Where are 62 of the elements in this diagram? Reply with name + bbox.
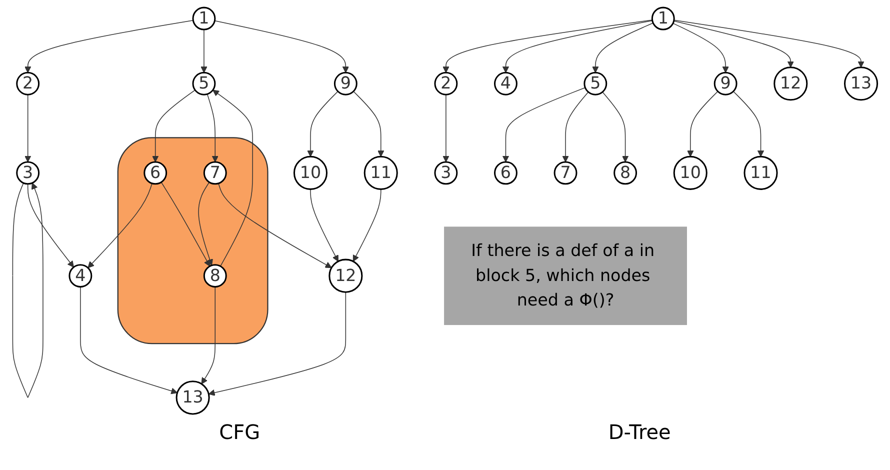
node-circle: 9 — [714, 72, 738, 96]
arrow — [352, 188, 382, 262]
node-circle: 5 — [584, 72, 608, 96]
node-circle: 2 — [16, 72, 40, 96]
arrow — [24, 94, 32, 162]
node-circle: 2 — [434, 72, 458, 96]
arrow — [672, 22, 729, 73]
arrow — [562, 92, 589, 162]
node-circle: 3 — [434, 161, 458, 185]
node-circle: 1 — [651, 6, 675, 30]
arrow — [602, 92, 629, 162]
node-circle: 8 — [614, 161, 638, 185]
node-circle: 11 — [744, 156, 778, 190]
arrow — [212, 90, 253, 267]
arrow — [24, 20, 194, 73]
arrow — [502, 20, 653, 73]
node-circle: 6 — [494, 161, 518, 185]
arrow — [502, 87, 586, 162]
arrow — [206, 94, 218, 162]
arrow — [152, 90, 196, 162]
arrow — [732, 91, 764, 157]
arrow — [592, 22, 654, 73]
node-circle: 12 — [774, 66, 808, 101]
node-circle: 6 — [144, 161, 168, 185]
arrow — [442, 20, 653, 73]
arrow — [27, 184, 74, 268]
arrow — [12, 182, 44, 398]
arrow — [674, 20, 864, 68]
node-circle: 8 — [203, 264, 227, 288]
node-circle: 4 — [68, 264, 92, 288]
arrow — [218, 183, 332, 268]
cluster — [117, 137, 268, 344]
arrow — [88, 183, 152, 268]
node-circle: 7 — [554, 161, 578, 185]
arrow — [208, 292, 346, 396]
node-circle: 3 — [16, 161, 40, 185]
node-circle: 13 — [176, 380, 210, 415]
node-circle: 10 — [673, 156, 708, 190]
arrow — [200, 29, 208, 73]
graph-caption: CFG — [219, 420, 260, 444]
arrow — [214, 20, 349, 73]
arrow — [160, 182, 210, 267]
graph-caption: D-Tree — [608, 420, 671, 444]
node-circle: 9 — [334, 72, 358, 96]
node-box: If there is a def of a in block 5, which nodes need a Φ()? — [444, 226, 687, 326]
arrow — [80, 286, 178, 394]
arrow — [201, 286, 216, 384]
arrow — [310, 188, 338, 262]
arrow — [673, 20, 794, 68]
node-circle: 4 — [494, 72, 518, 96]
arrow — [198, 182, 213, 266]
node-circle: 12 — [328, 258, 363, 293]
arrow — [442, 94, 450, 162]
node-circle: 10 — [293, 156, 328, 190]
node-circle: 11 — [364, 156, 398, 190]
arrow — [307, 91, 338, 157]
arrow — [353, 91, 384, 157]
node-circle: 5 — [192, 72, 216, 96]
node-circle: 7 — [203, 161, 227, 185]
node-circle: 13 — [844, 66, 878, 101]
arrow — [687, 91, 718, 157]
node-circle: 1 — [192, 6, 216, 30]
